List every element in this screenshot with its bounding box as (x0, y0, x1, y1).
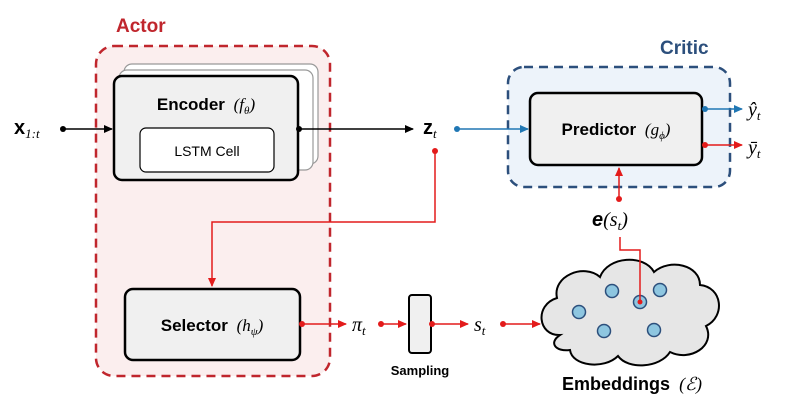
z-to-selector-arrow (208, 151, 436, 287)
ybar-symbol: ȳt (746, 137, 761, 161)
embedding-point (652, 282, 668, 298)
embed-symbol: e(st) (592, 209, 628, 233)
encoder-label: Encoder (fθ) (157, 95, 256, 117)
embedding-lookup-line (619, 237, 641, 302)
predictor-label: Predictor (gϕ) (562, 120, 671, 142)
sampling-block (408, 294, 432, 354)
actor-label: Actor (116, 16, 166, 37)
embedding-point (596, 323, 612, 339)
embedding-point (646, 322, 662, 338)
selector-label: Selector (hψ) (161, 316, 264, 338)
policy-symbol: πt (352, 314, 366, 338)
lstm-cell (139, 127, 275, 173)
embedding-point (571, 304, 587, 320)
yhat-symbol: ŷt (746, 99, 761, 123)
embedding-point (604, 283, 620, 299)
embeddings-label: Embeddings (ℰ) (562, 374, 702, 395)
state-symbol: st (474, 314, 486, 338)
critic-label: Critic (660, 38, 709, 59)
sampling-label: Sampling (391, 363, 450, 378)
embeddings-cloud (540, 258, 720, 367)
input-symbol: x1:t (14, 117, 40, 141)
predictor-block (528, 91, 704, 167)
lstm-cell-label: LSTM Cell (174, 143, 239, 159)
latent-symbol: zt (423, 117, 437, 141)
